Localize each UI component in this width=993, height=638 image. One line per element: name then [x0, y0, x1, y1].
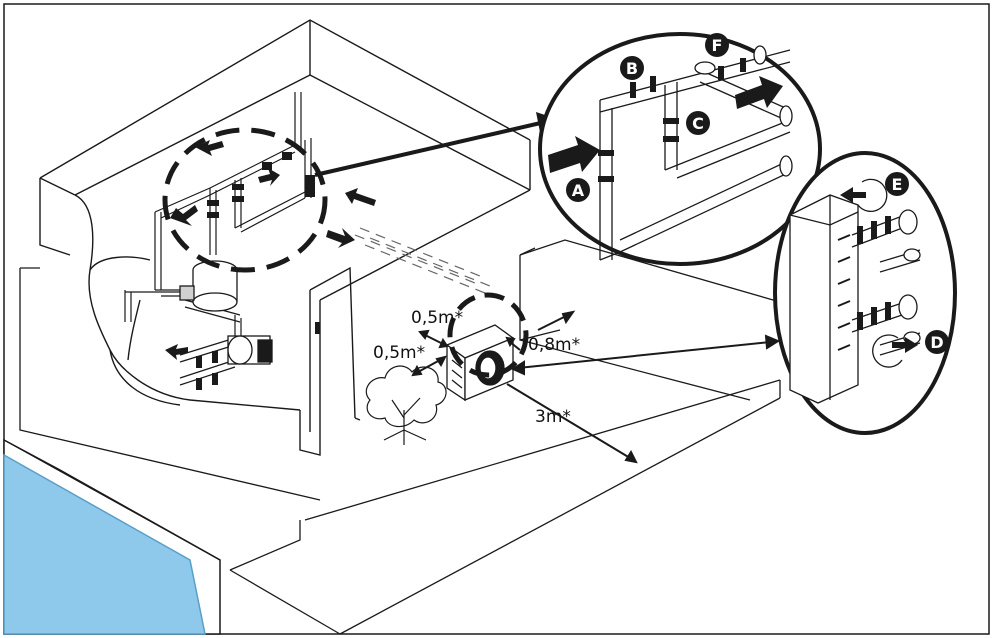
filter-tank [179, 260, 238, 312]
flow-arrow-icon [548, 136, 600, 173]
swimming-pool [3, 438, 221, 635]
bypass-detail: A B C F [538, 32, 822, 266]
heat-pump [445, 324, 515, 402]
badge-a: A [566, 178, 590, 202]
badge-d: D [925, 330, 949, 354]
badge-c: C [686, 111, 710, 135]
technical-room [39, 19, 536, 456]
flow-arrow-icon [165, 344, 188, 360]
building-flow-arrows [165, 140, 376, 360]
building-detail-marker [162, 127, 328, 273]
heatpump-connections-detail: E D [773, 151, 957, 435]
clearance-label-left: 0,5m* [373, 343, 425, 363]
flow-arrow-icon [840, 187, 866, 203]
flow-arrow-icon [892, 337, 918, 353]
flow-arrow-icon [195, 140, 224, 156]
svg-text:B: B [626, 59, 638, 78]
badge-b: B [620, 56, 644, 80]
clearance-label-front: 3m* [535, 407, 571, 427]
flow-arrow-icon [735, 76, 783, 109]
badge-e: E [885, 172, 909, 196]
svg-text:E: E [892, 175, 903, 194]
clearance-arrows [411, 310, 781, 464]
building-pipework [124, 92, 312, 386]
ground-outline [19, 239, 781, 635]
clearance-label-top: 0,5m* [411, 308, 463, 328]
flow-arrow-icon [258, 168, 280, 186]
svg-text:C: C [692, 114, 704, 133]
svg-text:A: A [572, 181, 585, 200]
flow-arrow-icon [170, 205, 198, 226]
badge-f: F [705, 33, 729, 57]
flow-arrow-icon [345, 188, 376, 206]
pump [227, 335, 273, 365]
pipe-route-to-heatpump [354, 227, 496, 296]
flow-arrow-icon [326, 228, 355, 248]
clearance-label-right: 0,8m* [528, 335, 580, 355]
heatpump-detail-marker [447, 292, 529, 378]
bush [365, 365, 447, 445]
detail-pointer-arrow-1 [314, 120, 546, 177]
diagram-frame [3, 3, 990, 635]
svg-text:F: F [712, 36, 723, 55]
building-valves [196, 152, 315, 390]
svg-text:D: D [930, 333, 943, 352]
